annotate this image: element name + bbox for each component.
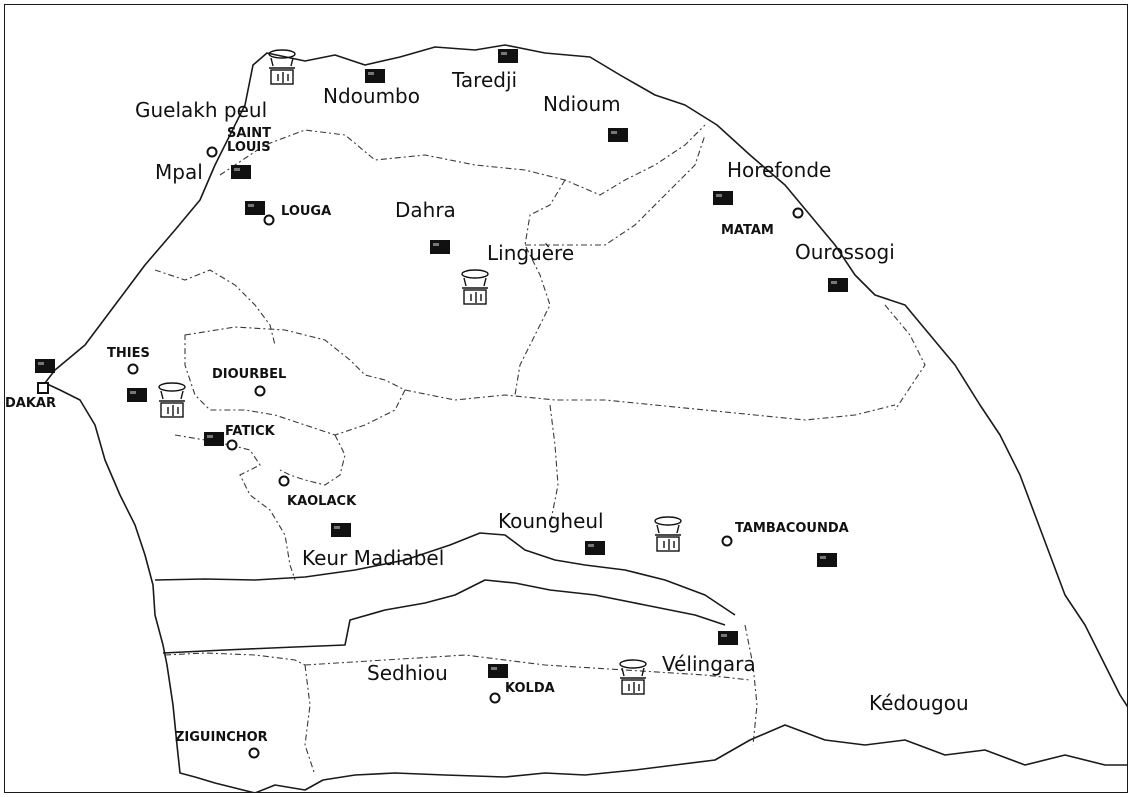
station-square-icon xyxy=(204,432,224,446)
station-square-icon xyxy=(231,165,251,179)
silo-icon xyxy=(461,269,489,305)
gambia-border-south xyxy=(162,579,726,654)
capital-circle-icon xyxy=(263,214,275,226)
capital-label-saint-louis-line1: SAINT xyxy=(227,126,271,141)
capital-circle-icon xyxy=(206,146,218,158)
locality-label-mpal: Mpal xyxy=(155,160,203,184)
capital-circle-icon xyxy=(489,692,501,704)
region-border-ziguinchor xyxy=(164,652,306,666)
region-border-linguere xyxy=(525,134,706,246)
station-square-icon xyxy=(365,69,385,83)
capital-circle-icon xyxy=(127,363,139,375)
station-square-icon xyxy=(498,49,518,63)
region-border-casamance xyxy=(304,654,751,681)
capital-label-kaolack: KAOLACK xyxy=(287,494,357,509)
locality-label-velingara: Vélingara xyxy=(662,652,756,676)
region-border-kolda-tamba xyxy=(744,624,758,746)
capital-label-tambacounda: TAMBACOUNDA xyxy=(735,521,849,536)
region-border-saint-louis xyxy=(219,124,706,196)
locality-label-ourossogi: Ourossogi xyxy=(795,240,895,264)
locality-label-horefonde: Horefonde xyxy=(727,158,831,182)
locality-label-taredji: Taredji xyxy=(451,68,517,92)
locality-label-ndioum: Ndioum xyxy=(543,92,621,116)
locality-label-linguere: Linguère xyxy=(487,241,574,265)
station-square-icon xyxy=(828,278,848,292)
station-square-icon xyxy=(608,128,628,142)
capital-circle-icon xyxy=(254,385,266,397)
silo-icon xyxy=(619,659,647,695)
markers-layer xyxy=(35,49,848,759)
region-border-kolda-sedhiou xyxy=(304,664,316,776)
capital-label-kolda: KOLDA xyxy=(505,681,555,696)
region-border-fatick xyxy=(174,434,296,581)
locality-label-dahra: Dahra xyxy=(395,198,456,222)
capital-label-thies: THIES xyxy=(107,346,150,361)
gambia-border-north xyxy=(154,532,736,616)
region-border-diourbel xyxy=(184,326,406,436)
locality-label-koungheul: Koungheul xyxy=(498,509,604,533)
capital-label-louga: LOUGA xyxy=(281,204,331,219)
capital-label-matam: MATAM xyxy=(721,223,774,238)
station-square-icon xyxy=(331,523,351,537)
region-border-thies-louga xyxy=(154,269,276,346)
region-border-louga-matam xyxy=(514,179,566,396)
locality-label-keur-madiabel: Keur Madiabel xyxy=(302,546,444,570)
station-square-icon xyxy=(488,664,508,678)
capital-label-dakar: DAKAR xyxy=(5,396,56,411)
region-border-matam-tamba xyxy=(884,304,926,411)
locality-label-kedougou: Kédougou xyxy=(869,691,969,715)
station-square-icon xyxy=(35,359,55,373)
region-border-tamba-west xyxy=(549,404,559,526)
locality-label-sedhiou: Sedhiou xyxy=(367,661,448,685)
locality-label-guelakh-peul: Guelakh peul xyxy=(135,98,267,122)
capital-circle-icon xyxy=(721,535,733,547)
capital-label-saint-louis-line2: LOUIS xyxy=(227,140,271,155)
station-square-icon xyxy=(713,191,733,205)
capital-label-ziguinchor: ZIGUINCHOR xyxy=(175,730,268,745)
silo-icon xyxy=(158,382,186,418)
capital-circle-icon xyxy=(792,207,804,219)
station-square-icon xyxy=(430,240,450,254)
capital-circle-icon xyxy=(278,475,290,487)
station-square-icon xyxy=(585,541,605,555)
capital-label-fatick: FATICK xyxy=(225,424,276,439)
capital-square-icon xyxy=(37,382,49,394)
capital-circle-icon xyxy=(226,439,238,451)
capital-circle-icon xyxy=(248,747,260,759)
station-square-icon xyxy=(817,553,837,567)
locality-label-ndoumbo: Ndoumbo xyxy=(323,84,420,108)
station-square-icon xyxy=(245,201,265,215)
region-border-kaffrine xyxy=(404,389,896,421)
silo-icon xyxy=(268,49,296,85)
country-border xyxy=(44,44,1127,792)
station-square-icon xyxy=(127,388,147,402)
station-square-icon xyxy=(718,631,738,645)
silo-icon xyxy=(654,516,682,552)
capital-label-diourbel: DIOURBEL xyxy=(212,367,286,382)
region-border-kaolack xyxy=(279,434,346,486)
